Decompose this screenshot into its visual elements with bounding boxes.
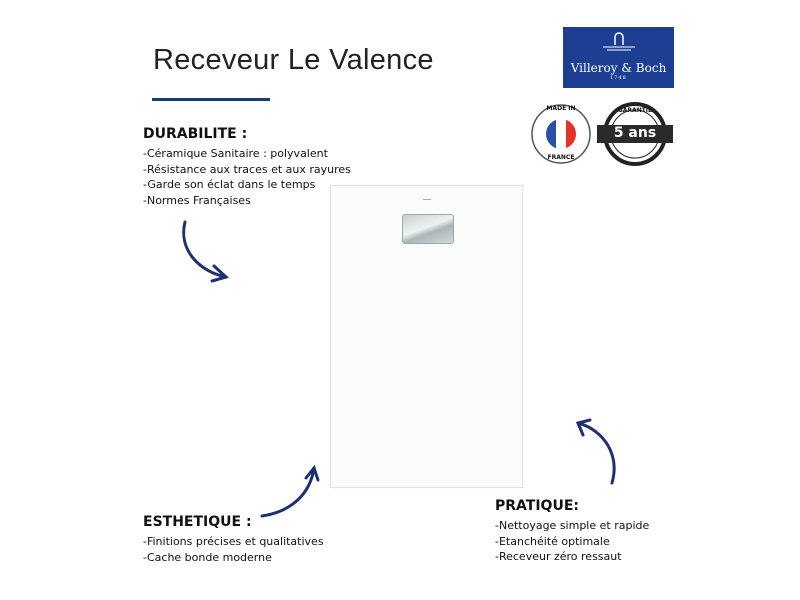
guarantee-badge: GARANTIE 5 ans <box>597 100 673 168</box>
made-in-france-badge: MADE IN FRANCE <box>530 100 592 168</box>
title-underline <box>152 98 270 101</box>
faucet-icon <box>602 32 635 51</box>
list-item: -Finitions précises et qualitatives <box>143 535 324 548</box>
made-in-label: MADE IN <box>546 105 576 112</box>
pratique-heading: PRATIQUE: <box>495 498 579 514</box>
arrow-icon <box>260 466 316 518</box>
brand-year: 1748 <box>610 75 627 81</box>
brand-name: Villeroy & Boch <box>570 61 667 75</box>
france-label: FRANCE <box>547 154 575 161</box>
list-item: -Normes Françaises <box>143 193 251 207</box>
esthetique-section: ESTHETIQUE : -Finitions précises et qual… <box>143 514 324 565</box>
list-item: -Nettoyage simple et rapide <box>495 519 650 532</box>
list-item: -Cache bonde moderne <box>143 550 272 564</box>
list-item: -Etanchéité optimale <box>495 534 610 548</box>
pratique-section: PRATIQUE: -Nettoyage simple et rapide -E… <box>495 498 649 565</box>
guarantee-value: 5 ans <box>613 125 657 141</box>
esthetique-heading: ESTHETIQUE : <box>143 514 252 530</box>
page-title: Receveur Le Valence <box>153 44 434 76</box>
list-item: -Receveur zéro ressaut <box>495 550 622 563</box>
durabilite-heading: DURABILITE : <box>143 126 248 142</box>
guarantee-label: GARANTIE <box>617 107 653 114</box>
arrow-icon <box>576 421 616 485</box>
durabilite-section: DURABILITE : -Céramique Sanitaire : poly… <box>143 126 351 208</box>
villeroy-boch-logo: Villeroy & Boch 1748 <box>563 27 674 88</box>
drain-cover <box>402 214 454 244</box>
list-item: -Céramique Sanitaire : polyvalent <box>143 147 328 160</box>
shower-tray-image <box>330 185 523 488</box>
arrow-icon <box>182 220 228 279</box>
list-item: -Résistance aux traces et aux rayures <box>143 162 351 176</box>
brand-mark-icon <box>423 199 431 200</box>
list-item: -Garde son éclat dans le temps <box>143 178 316 191</box>
